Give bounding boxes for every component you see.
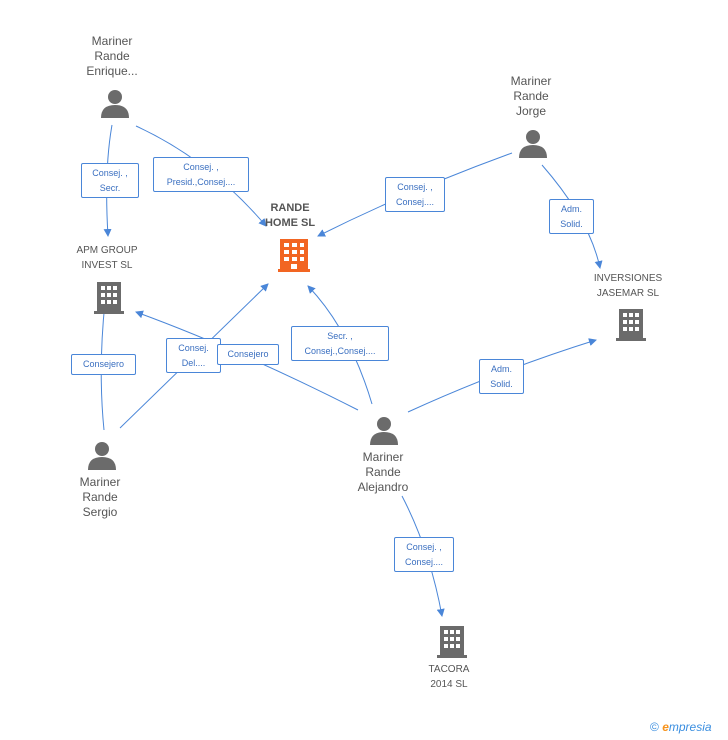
- company-label-rande-home: RANDE HOME SL: [264, 202, 316, 229]
- person-label-enrique: Mariner Rande Enrique...: [86, 34, 138, 78]
- brand-logo-e: e: [662, 720, 669, 734]
- edge-label-jorge-rande[interactable]: Consej. , Consej....: [385, 177, 445, 212]
- company-label-apm: APM GROUP INVEST SL: [76, 245, 138, 271]
- person-icon[interactable]: [87, 440, 117, 470]
- person-icon[interactable]: [518, 128, 548, 158]
- company-label-jasemar: INVERSIONES JASEMAR SL: [593, 273, 663, 299]
- edge-label-enrique-rande[interactable]: Consej. , Presid.,Consej....: [153, 157, 249, 192]
- edge-label-alejandro-rande[interactable]: Secr. , Consej.,Consej....: [291, 326, 389, 361]
- person-icon[interactable]: [100, 88, 130, 118]
- building-icon-main[interactable]: [278, 237, 310, 273]
- person-label-alejandro: Mariner Rande Alejandro: [357, 450, 409, 494]
- building-icon[interactable]: [94, 280, 124, 314]
- edge-label-alejandro-tacora[interactable]: Consej. , Consej....: [394, 537, 454, 572]
- edge-label-sergio-rande[interactable]: Consej. Del....: [166, 338, 221, 373]
- person-icon[interactable]: [369, 415, 399, 445]
- brand-footer[interactable]: © empresia: [650, 720, 712, 734]
- brand-name: mpresia: [668, 720, 712, 734]
- person-label-sergio: Mariner Rande Sergio: [79, 475, 121, 519]
- edge-label-alejandro-jasemar[interactable]: Adm. Solid.: [479, 359, 524, 394]
- person-label-jorge: Mariner Rande Jorge: [510, 74, 552, 118]
- building-icon[interactable]: [437, 624, 467, 658]
- edge-label-jorge-jasemar[interactable]: Adm. Solid.: [549, 199, 594, 234]
- building-icon[interactable]: [616, 307, 646, 341]
- edge-label-sergio-apm[interactable]: Consejero: [71, 354, 136, 375]
- copyright-symbol: ©: [650, 720, 659, 734]
- edge-label-enrique-apm[interactable]: Consej. , Secr.: [81, 163, 139, 198]
- edge-label-alejandro-apm[interactable]: Consejero: [217, 344, 279, 365]
- company-label-tacora: TACORA 2014 SL: [428, 664, 470, 690]
